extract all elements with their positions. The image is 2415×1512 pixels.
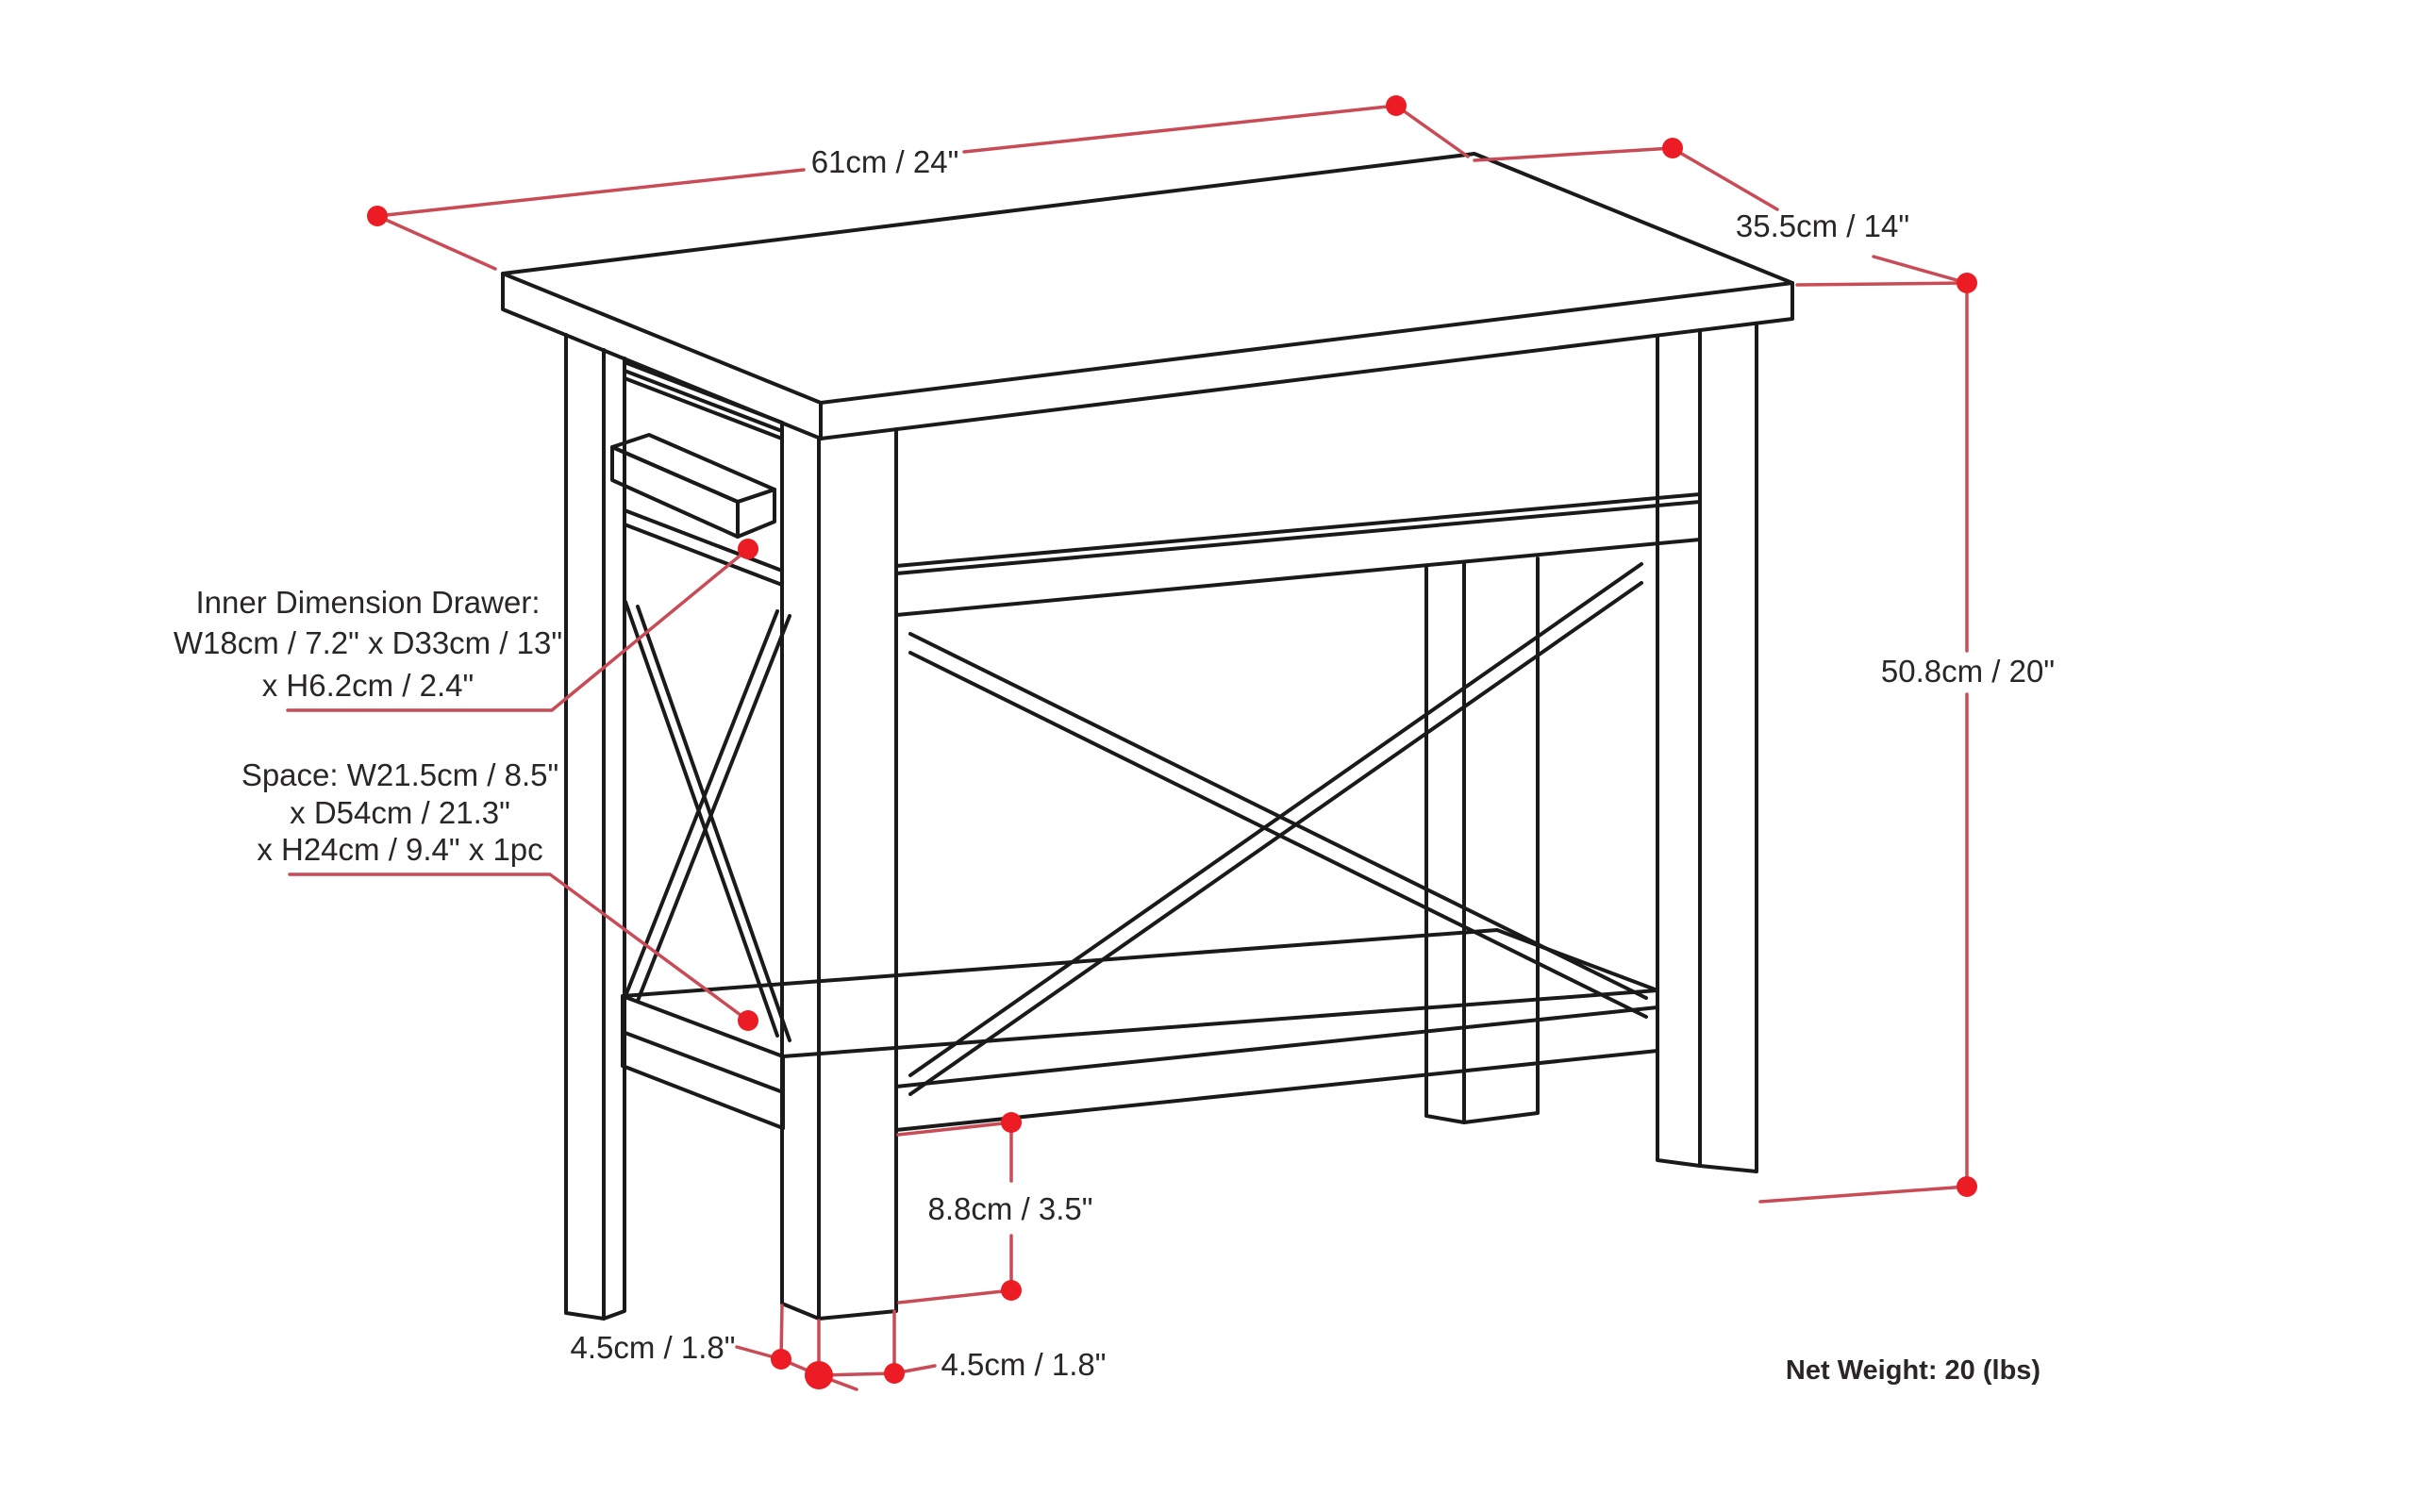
lower-shelf [621, 928, 1659, 1130]
dot [1001, 1280, 1022, 1301]
dot [1957, 1176, 1977, 1197]
drawer-inner-dimension-note: Inner Dimension Drawer: W18cm / 7.2" x D… [174, 585, 562, 703]
width-dimension-line [375, 104, 1470, 271]
side-bottom-rail [894, 1005, 1659, 1132]
front-x-brace [624, 600, 791, 1042]
depth-dimension-label: 35.5cm / 14" [1736, 208, 1909, 243]
dot [738, 1010, 758, 1031]
side-leg-width-label: 4.5cm / 1.8" [941, 1347, 1107, 1382]
drawer-front-rails [623, 360, 784, 587]
dot [367, 206, 388, 226]
net-weight-label: Net Weight: 20 (lbs) [1786, 1355, 2040, 1386]
right-leg [1656, 322, 1758, 1173]
drawer-handle [610, 433, 776, 539]
dimension-dots [367, 95, 1977, 1389]
drawer-note-leader-line [286, 547, 750, 712]
shelf-space-note: Space: W21.5cm / 8.5" x D54cm / 21.3" x … [242, 757, 558, 867]
space-note-leader-line [288, 872, 750, 1022]
dimension-lines [286, 104, 1969, 1391]
dot [1957, 273, 1977, 293]
side-apron-rails [894, 492, 1702, 617]
drawer-note-line-3: x H6.2cm / 2.4" [262, 668, 474, 703]
drawer-note-line-2: W18cm / 7.2" x D33cm / 13" [174, 625, 562, 660]
width-dimension-label: 61cm / 24" [811, 144, 959, 179]
height-dimension-label: 50.8cm / 20" [1881, 654, 2055, 689]
tabletop [501, 152, 1794, 440]
space-note-line-1: Space: W21.5cm / 8.5" [242, 757, 558, 792]
front-leg [780, 421, 898, 1321]
dot [1386, 95, 1407, 116]
dot [805, 1361, 833, 1389]
dimension-labels: 61cm / 24" 35.5cm / 14" 50.8cm / 20" Inn… [174, 144, 2055, 1386]
height-dimension-line [1758, 281, 1969, 1204]
drawer-note-line-1: Inner Dimension Drawer: [196, 585, 541, 620]
front-leg-width-label: 4.5cm / 1.8" [571, 1330, 736, 1365]
dot [1662, 138, 1683, 158]
space-note-line-3: x H24cm / 9.4" x 1pc [257, 832, 542, 867]
table-drawing [501, 152, 1794, 1321]
bottom-rail-height-label: 8.8cm / 3.5" [928, 1191, 1093, 1226]
space-note-line-2: x D54cm / 21.3" [290, 795, 510, 830]
dot [771, 1349, 791, 1370]
side-x-brace [908, 562, 1648, 1096]
back-leg [1424, 557, 1540, 1124]
dot [1001, 1112, 1022, 1133]
left-leg [564, 333, 626, 1321]
dot [738, 539, 758, 559]
dot [884, 1363, 905, 1384]
depth-dimension-line [1473, 146, 1969, 287]
